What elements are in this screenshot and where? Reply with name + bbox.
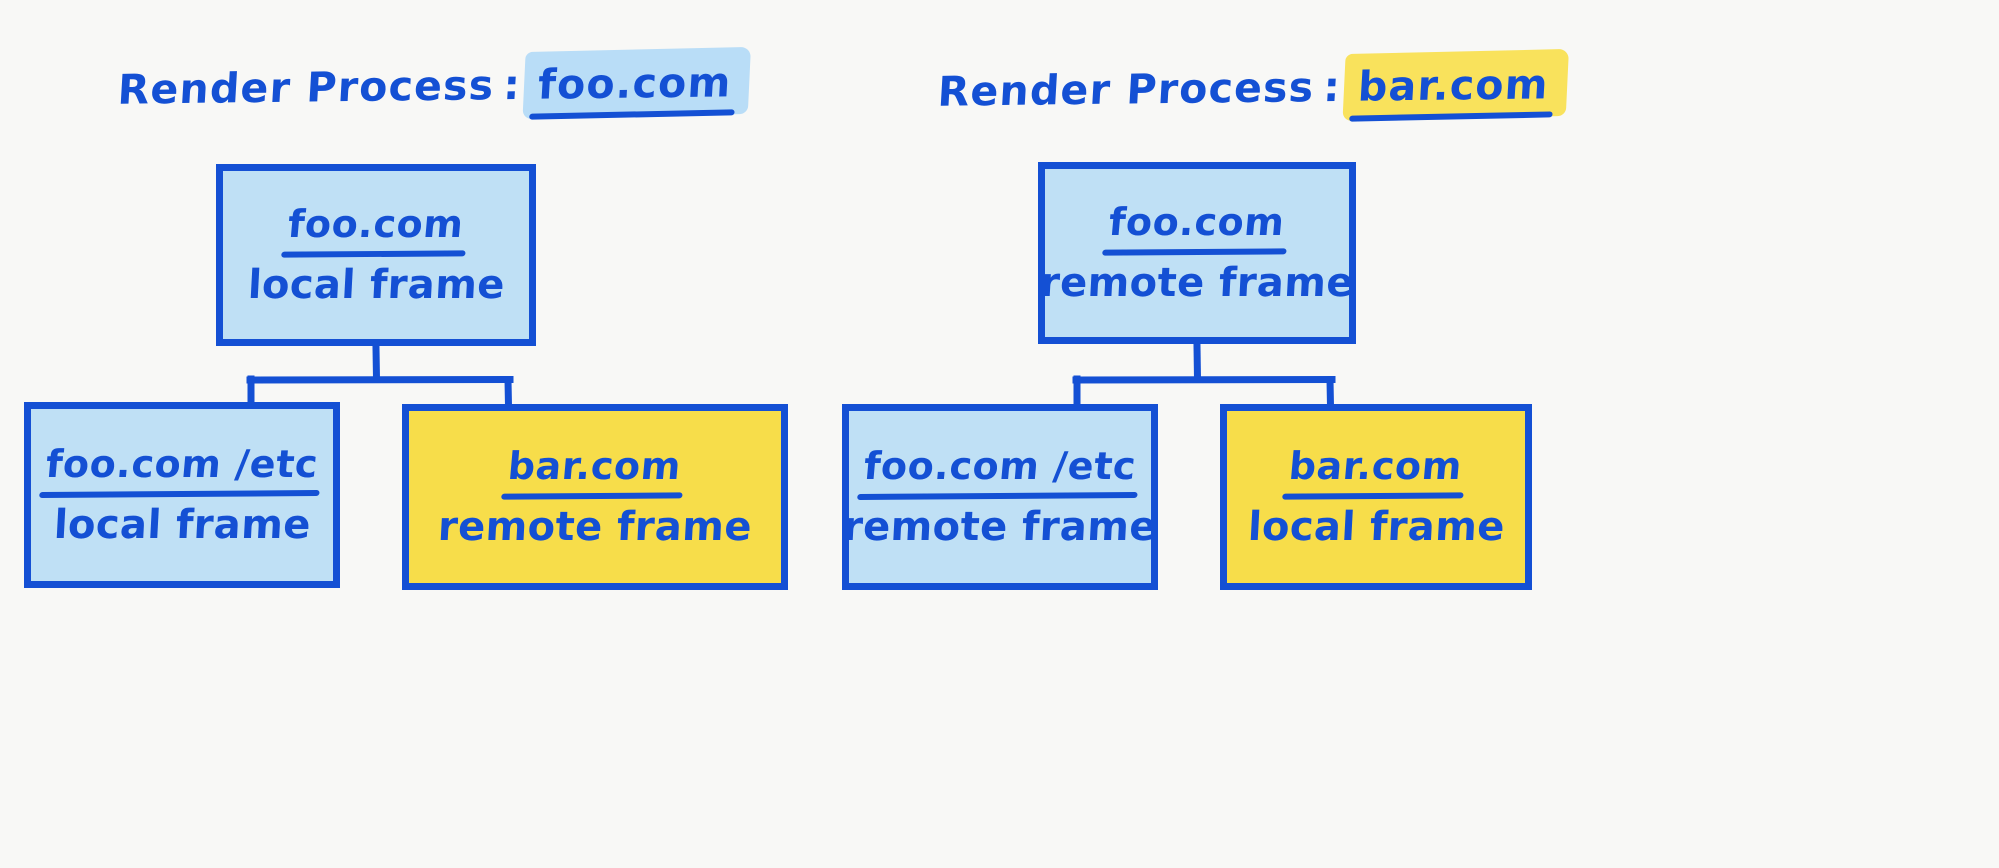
render-process-host: bar.com	[1347, 58, 1561, 114]
frame-node-kind: remote frame	[1038, 260, 1356, 306]
frame-node-child-a: foo.com /etc remote frame	[842, 404, 1158, 590]
render-process-label: Render Process	[116, 61, 496, 114]
frame-node-kind: remote frame	[841, 504, 1159, 550]
frame-node-host: foo.com /etc	[861, 444, 1139, 488]
frame-node-child-b: bar.com remote frame	[402, 404, 788, 590]
render-process-title-bar: Render Process:bar.com	[936, 58, 1560, 119]
frame-node-host: foo.com /etc	[43, 442, 321, 486]
frame-node-root: foo.com remote frame	[1038, 162, 1356, 344]
frame-node-root: foo.com local frame	[216, 164, 536, 346]
frame-node-kind: local frame	[52, 502, 312, 548]
frame-node-kind: local frame	[246, 262, 506, 308]
frame-node-host: bar.com	[506, 444, 684, 488]
frame-node-child-b: bar.com local frame	[1220, 404, 1532, 590]
render-process-label: Render Process	[936, 63, 1316, 116]
frame-node-kind: remote frame	[436, 504, 754, 550]
frame-node-host: foo.com	[286, 202, 466, 246]
frame-node-host: foo.com	[1107, 200, 1287, 244]
render-process-group-foo: Render Process:foo.com foo.com local fra…	[0, 0, 1000, 868]
render-process-title-foo: Render Process:foo.com	[116, 56, 743, 117]
render-process-host: foo.com	[527, 56, 744, 112]
frame-node-kind: local frame	[1246, 504, 1506, 550]
frame-node-child-a: foo.com /etc local frame	[24, 402, 340, 588]
render-process-group-bar: Render Process:bar.com foo.com remote fr…	[842, 0, 1999, 868]
frame-node-host: bar.com	[1287, 444, 1465, 488]
